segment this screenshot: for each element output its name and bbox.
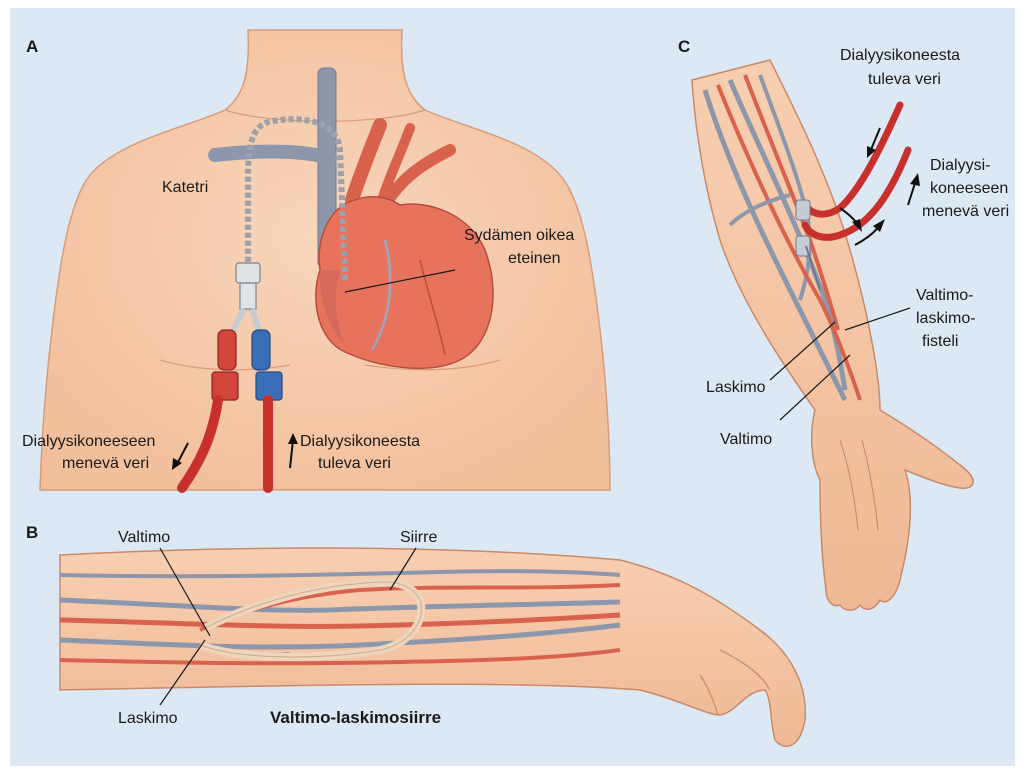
panel-c-letter: C [678,37,690,56]
b-caption: Valtimo-laskimosiirre [270,708,441,727]
b-graft-label: Siirre [400,529,437,546]
c-fistula-line2: laskimo- [916,310,976,327]
panel-a-letter: A [26,37,38,56]
c-vein-label: Laskimo [706,379,766,396]
b-artery-label: Valtimo [118,529,170,546]
b-vein-label: Laskimo [118,710,178,727]
c-from-machine-line2: tuleva veri [868,71,941,88]
a-from-machine-line2: tuleva veri [318,455,391,472]
atrium-label-line1: Sydämen oikea [464,227,574,244]
c-fistula-line3: fisteli [922,333,958,350]
a-from-machine-line1: Dialyysikoneesta [300,433,420,450]
c-to-machine-line1: Dialyysi- [930,157,990,174]
c-to-machine-line2: koneeseen [930,180,1008,197]
c-to-machine-line3: menevä veri [922,203,1009,220]
atrium-label-line2: eteinen [508,250,561,267]
a-to-machine-line1: Dialyysikoneeseen [22,433,155,450]
c-artery-label: Valtimo [720,431,772,448]
c-from-machine-line1: Dialyysikoneesta [840,47,960,64]
a-to-machine-line2: menevä veri [62,455,149,472]
catheter-label: Katetri [162,179,208,196]
panel-b-letter: B [26,523,38,542]
c-fistula-line1: Valtimo- [916,287,974,304]
